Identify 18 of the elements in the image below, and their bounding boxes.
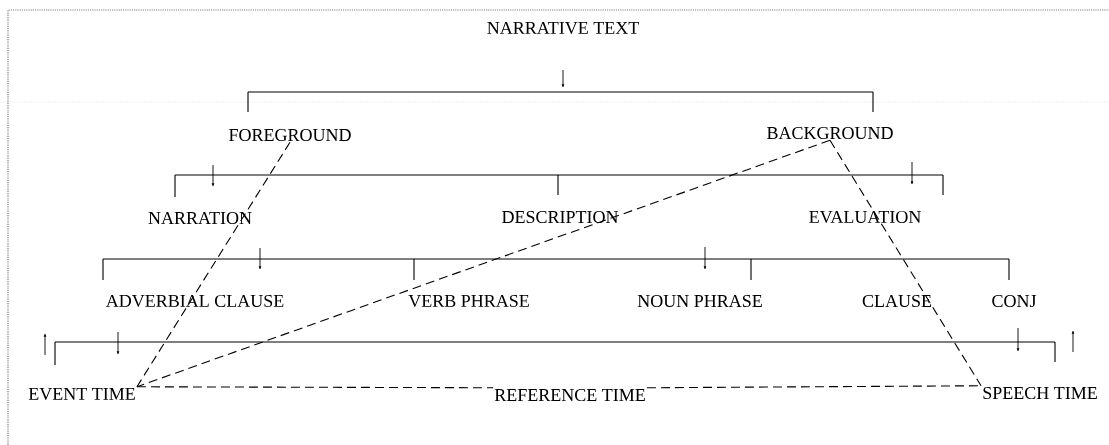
category-label: FOREGROUND xyxy=(229,128,351,142)
category-label: VERB PHRASE xyxy=(408,294,529,308)
category-label: NARRATIVE TEXT xyxy=(487,21,639,35)
category-label: CONJ xyxy=(992,294,1037,308)
category-label: SPEECH TIME xyxy=(983,386,1097,400)
category-label: DESCRIPTION xyxy=(502,210,619,224)
category-label: REFERENCE TIME xyxy=(494,388,645,402)
dashed-line xyxy=(136,386,494,389)
category-label: BACKGROUND xyxy=(767,126,893,140)
category-label: EVENT TIME xyxy=(28,387,135,401)
dashed-line xyxy=(136,139,831,388)
category-label: NARRATION xyxy=(148,211,252,225)
category-label: ADVERBIAL CLAUSE xyxy=(105,294,284,308)
category-label: EVALUATION xyxy=(809,210,921,224)
dashed-line xyxy=(829,139,982,387)
category-label: NOUN PHRASE xyxy=(637,294,762,308)
dashed-line xyxy=(136,141,291,388)
category-label: CLAUSE xyxy=(862,294,932,308)
